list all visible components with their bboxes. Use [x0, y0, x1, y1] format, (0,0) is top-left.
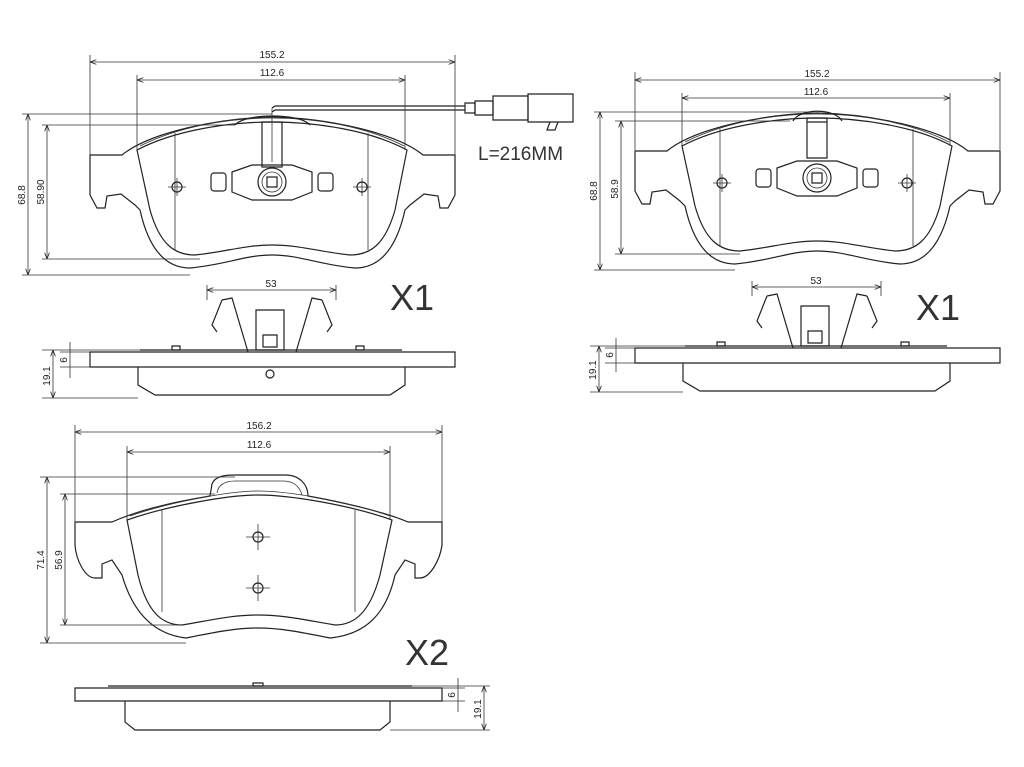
sensor-length-label: L=216MM	[478, 144, 563, 165]
pad-inner: 156.2 112.6 71.4 56.9 X2 6 19.1	[36, 421, 490, 730]
inner-height-dimension: 58.90	[36, 179, 47, 204]
height-dimension: 68.8	[589, 181, 600, 201]
inner-width-dimension: 112.6	[260, 68, 285, 79]
clip-width-dimension: 53	[810, 276, 822, 287]
inner-width-dimension: 112.6	[247, 440, 272, 451]
quantity-label: X1	[916, 287, 960, 328]
width-dimension: 156.2	[246, 421, 271, 432]
sensor-connector	[465, 103, 475, 113]
total-thickness-dimension: 19.1	[473, 699, 484, 719]
sensor-wire	[272, 106, 465, 112]
width-dimension: 155.2	[804, 69, 829, 80]
inner-height-dimension: 56.9	[54, 550, 65, 570]
height-dimension: 71.4	[36, 550, 47, 570]
inner-height-dimension: 58.9	[610, 179, 621, 199]
total-thickness-dimension: 19.1	[588, 360, 599, 380]
plate-thickness-dimension: 6	[605, 352, 616, 358]
clip-width-dimension: 53	[265, 279, 277, 290]
total-thickness-dimension: 19.1	[42, 366, 53, 386]
height-dimension: 68.8	[17, 185, 28, 205]
inner-width-dimension: 112.6	[804, 87, 829, 98]
plate-thickness-dimension: 6	[59, 357, 70, 363]
pad-outer-left: L=216MM 155.2 112.6 68.8 58.90 53 X1 6 1…	[17, 50, 573, 398]
width-dimension: 155.2	[259, 50, 284, 61]
pad-outer-right: 155.2 112.6 68.8 58.9 53 X1 6 19.1	[588, 69, 1000, 392]
plate-thickness-dimension: 6	[447, 692, 458, 698]
quantity-label: X2	[405, 632, 449, 673]
quantity-label: X1	[390, 277, 434, 318]
